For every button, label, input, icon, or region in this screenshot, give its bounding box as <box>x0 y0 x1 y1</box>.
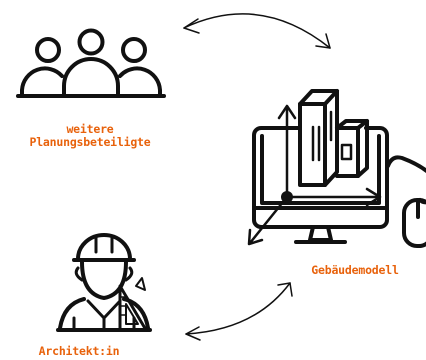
planners-label-line1: weitere <box>66 122 114 136</box>
planners-label: weitere Planungsbeteiligte <box>10 123 170 149</box>
group-of-people-icon <box>16 28 166 98</box>
architect-with-hardhat-icon <box>56 233 152 332</box>
model-label: Gebäudemodell <box>311 263 399 277</box>
planners-label-line2: Planungsbeteiligte <box>29 135 151 149</box>
axis-origin-dot <box>281 191 293 203</box>
connector-model-architect <box>185 282 293 341</box>
computer-3d-building-model-icon <box>247 89 426 248</box>
connector-planners-model <box>183 13 331 49</box>
architect-label: Architekt:in <box>38 344 120 358</box>
